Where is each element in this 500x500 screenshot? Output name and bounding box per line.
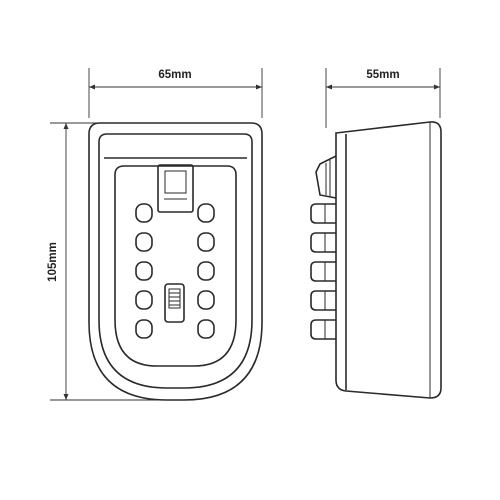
keypad-left-column	[135, 203, 153, 339]
arrow-left-icon	[89, 84, 95, 90]
arrow-right-icon	[256, 84, 262, 90]
keypad-button	[197, 232, 215, 252]
keypad-button	[197, 261, 215, 281]
side-button	[310, 232, 336, 253]
side-depth-dimension: 55mm	[325, 68, 441, 128]
side-latch	[315, 155, 337, 199]
front-width-dimension: 65mm	[88, 68, 263, 118]
side-view	[310, 121, 442, 399]
arrow-right-icon	[434, 84, 440, 90]
arrow-left-icon	[326, 84, 332, 90]
front-width-label: 65mm	[158, 69, 191, 81]
keypad-button	[135, 290, 153, 310]
side-button	[310, 203, 336, 224]
keypad-button	[135, 319, 153, 339]
front-keypad-panel	[114, 165, 237, 367]
keypad-button	[197, 319, 215, 339]
side-depth-label: 55mm	[366, 69, 399, 81]
keypad-right-column	[197, 203, 215, 339]
front-outer-shell	[88, 122, 263, 401]
arrow-down-icon	[63, 394, 69, 400]
side-button	[310, 319, 336, 340]
keypad-button	[135, 203, 153, 223]
keypad-button	[197, 203, 215, 223]
side-buttons	[310, 203, 336, 340]
front-inner-rim	[98, 133, 253, 389]
keypad-button	[135, 232, 153, 252]
reset-slider	[164, 283, 185, 323]
release-button	[157, 164, 194, 213]
front-view	[88, 122, 263, 401]
side-body-outline	[335, 121, 442, 399]
reset-slider-knob	[168, 288, 181, 309]
height-dimension: 105mm	[47, 122, 175, 401]
release-button-housing	[157, 164, 194, 213]
side-button	[310, 261, 336, 282]
reset-slider-frame	[164, 283, 185, 323]
height-label: 105mm	[47, 242, 59, 282]
arrow-up-icon	[63, 123, 69, 129]
keypad-button	[197, 290, 215, 310]
keypad-button	[135, 261, 153, 281]
release-button-window	[164, 170, 187, 194]
side-button	[310, 290, 336, 311]
